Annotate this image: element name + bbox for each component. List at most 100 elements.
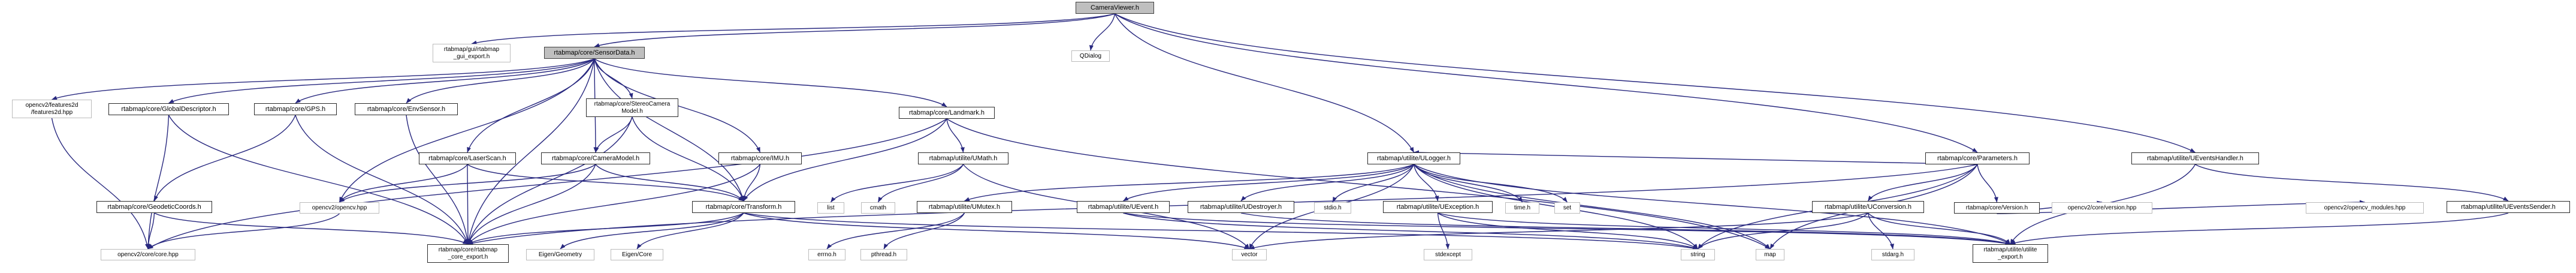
graph-node-gps[interactable]: rtabmap/core/GPS.h [254,103,337,115]
graph-edge [1437,212,1450,250]
graph-node-utilite_export[interactable]: rtabmap/utilite/utilite _export.h [1973,244,2048,263]
graph-edge [1867,212,2011,245]
graph-edge [406,58,595,104]
graph-edge [594,58,633,99]
graph-edge [1123,212,1698,250]
graph-node-uexception[interactable]: rtabmap/utilite/UException.h [1383,201,1493,213]
graph-node-set[interactable]: set [1554,202,1580,214]
graph-edge [168,115,469,245]
graph-node-envsensor[interactable]: rtabmap/core/EnvSensor.h [355,103,458,115]
graph-edge [1867,212,1894,250]
graph-edge [594,13,1115,47]
graph-node-udestroyer[interactable]: rtabmap/utilite/UDestroyer.h [1188,201,1294,213]
graph-edge [2010,212,2509,245]
graph-node-transform[interactable]: rtabmap/core/Transform.h [692,201,795,213]
graph-node-umutex[interactable]: rtabmap/utilite/UMutex.h [917,201,1012,213]
graph-node-map[interactable]: map [1756,249,1784,260]
graph-node-uevent[interactable]: rtabmap/utilite/UEvent.h [1077,201,1170,213]
graph-node-stdexcept[interactable]: stdexcept [1424,249,1472,260]
graph-edge [153,115,296,202]
graph-edge [467,164,761,245]
graph-node-cvmodules[interactable]: opencv2/opencv_modules.hpp [2306,202,2424,214]
graph-edge [1089,13,1116,51]
graph-node-ulogger[interactable]: rtabmap/utilite/ULogger.h [1367,152,1460,164]
graph-edge [743,118,947,202]
graph-edge [743,212,1698,250]
graph-edge [295,115,469,245]
graph-edge [467,164,744,202]
graph-edge [471,13,1115,45]
graph-edge [560,212,744,250]
graph-node-timeh[interactable]: time.h [1505,202,1539,214]
graph-edge [594,116,633,153]
graph-edge [742,164,761,202]
graph-edge [743,212,1250,250]
graph-edge [295,58,595,104]
graph-edge [636,212,744,250]
graph-node-uconversion[interactable]: rtabmap/utilite/UConversion.h [1812,201,1924,213]
graph-node-stdargh[interactable]: stdarg.h [1871,249,1914,260]
graph-node-opencvhpp[interactable]: opencv2/opencv.hpp [300,202,379,214]
graph-edge [594,58,745,202]
graph-edge [1697,212,1869,250]
graph-node-cameramodel[interactable]: rtabmap/core/CameraModel.h [541,152,650,164]
graph-node-list[interactable]: list [817,202,844,214]
graph-node-ueventssender[interactable]: rtabmap/utilite/UEventsSender.h [2447,201,2570,213]
graph-edge [467,58,595,153]
graph-edge [595,164,744,202]
graph-edge [147,213,340,250]
graph-node-cvversion[interactable]: opencv2/core/version.hpp [2052,202,2152,214]
graph-node-eigen_core[interactable]: Eigen/Core [611,249,663,260]
graph-edge [467,58,595,245]
graph-node-core_export[interactable]: rtabmap/core/rtabmap _core_export.h [427,244,509,263]
graph-node-vector[interactable]: vector [1232,249,1267,260]
graph-node-sensordata[interactable]: rtabmap/core/SensorData.h [544,47,645,59]
graph-edge [877,164,964,203]
graph-node-version[interactable]: rtabmap/core/Version.h [1954,202,2040,214]
graph-node-errnoh[interactable]: errno.h [808,249,845,260]
graph-edge [964,164,1414,202]
graph-edge [1115,13,2196,153]
graph-edge [1414,150,1978,165]
graph-node-pthreadh[interactable]: pthread.h [860,249,907,260]
graph-edge [632,116,744,202]
graph-edge [168,58,595,104]
graph-node-gui_export[interactable]: rtabmap/gui/rtabmap _gui_export.h [433,44,511,62]
graph-edge [1977,164,1998,203]
graph-node-cameraviewer[interactable]: CameraViewer.h [1076,2,1154,14]
graph-edge [339,58,595,203]
graph-node-qdialog[interactable]: QDialog [1071,50,1110,62]
graph-node-string[interactable]: string [1681,249,1715,260]
graph-edge [1413,164,1439,202]
graph-edge [466,164,470,245]
graph-node-cmath[interactable]: cmath [861,202,895,214]
graph-node-geodeticcoords[interactable]: rtabmap/core/GeodeticCoords.h [96,201,212,213]
graph-node-ueventshandler[interactable]: rtabmap/utilite/UEventsHandler.h [2131,152,2259,164]
graph-edge [1249,212,1868,250]
graph-node-stdioh[interactable]: stdio.h [1314,202,1351,214]
graph-edge [1438,212,2011,245]
graph-node-parameters[interactable]: rtabmap/core/Parameters.h [1925,152,2030,164]
graph-node-umath[interactable]: rtabmap/utilite/UMath.h [918,152,1008,164]
graph-edge [1867,164,1978,202]
graph-edge [467,116,633,245]
graph-edge [51,118,149,250]
graph-edge [146,115,170,250]
graph-edge [1114,13,1415,153]
graph-edge [946,118,1771,250]
graph-node-laserscan[interactable]: rtabmap/core/LaserScan.h [419,152,516,164]
graph-node-landmark[interactable]: rtabmap/core/Landmark.h [899,107,995,119]
graph-edge [1240,212,2011,245]
graph-node-features2d[interactable]: opencv2/features2d /features2d.hpp [12,100,92,118]
graph-edge [2195,164,2509,202]
graph-node-cvcore[interactable]: opencv2/core/core.hpp [101,249,195,260]
graph-edge [154,212,469,245]
graph-node-imu[interactable]: rtabmap/core/IMU.h [718,152,802,164]
graph-node-eigen_geometry[interactable]: Eigen/Geometry [526,249,594,260]
graph-node-globaldescriptor[interactable]: rtabmap/core/GlobalDescriptor.h [108,103,229,115]
graph-edge [1123,212,2011,245]
graph-node-stereocameramodel[interactable]: rtabmap/core/StereoCamera Model.h [586,98,678,117]
graph-edge [830,164,964,203]
graph-edge [1414,164,1771,250]
